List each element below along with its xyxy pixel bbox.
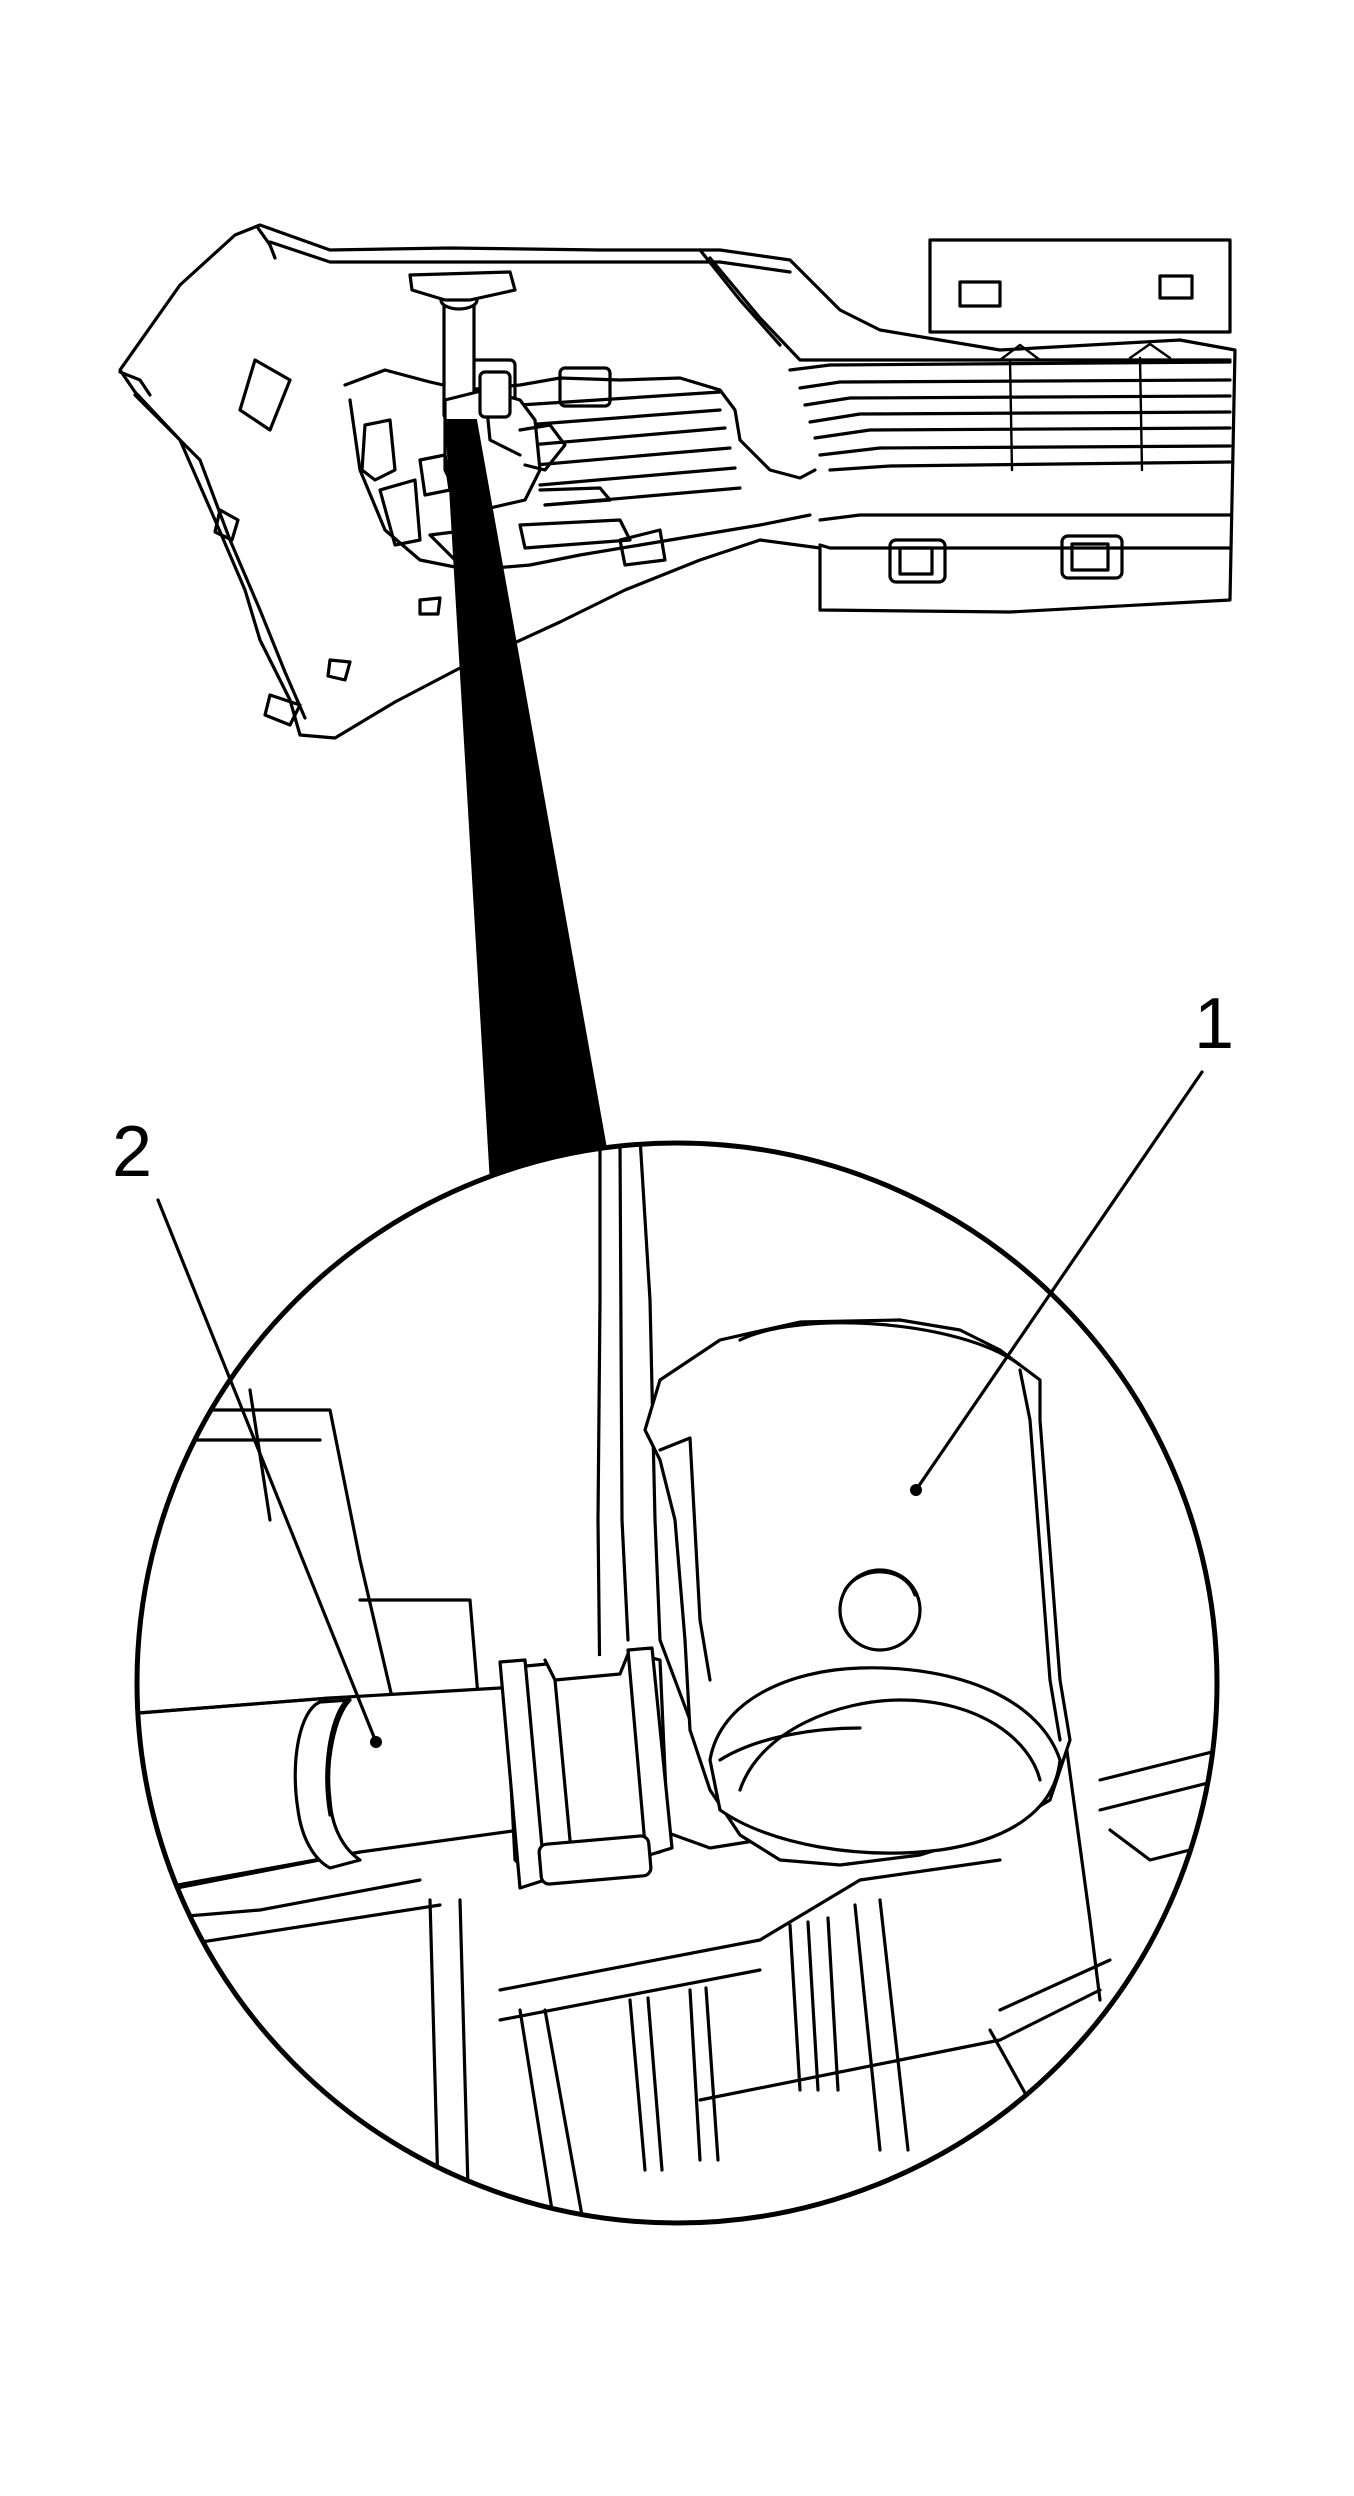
leader-line-1 (914, 1070, 1204, 1492)
callout-label-2: 2 (112, 1112, 152, 1192)
callout-leaders (156, 1070, 1204, 1748)
hose-clamp (498, 1646, 674, 1890)
callout-label-1: 1 (1194, 984, 1234, 1064)
leader-dot-2 (370, 1736, 382, 1748)
component-2-hose (137, 1684, 557, 1907)
leader-line-2 (156, 1198, 378, 1744)
detail-view-circle (134, 1140, 1220, 2226)
detail-view (137, 1143, 1217, 2223)
bumper-assembly-overview (118, 223, 1237, 740)
component-1-pump-body (643, 1318, 1072, 1867)
leader-dot-1 (910, 1484, 922, 1496)
